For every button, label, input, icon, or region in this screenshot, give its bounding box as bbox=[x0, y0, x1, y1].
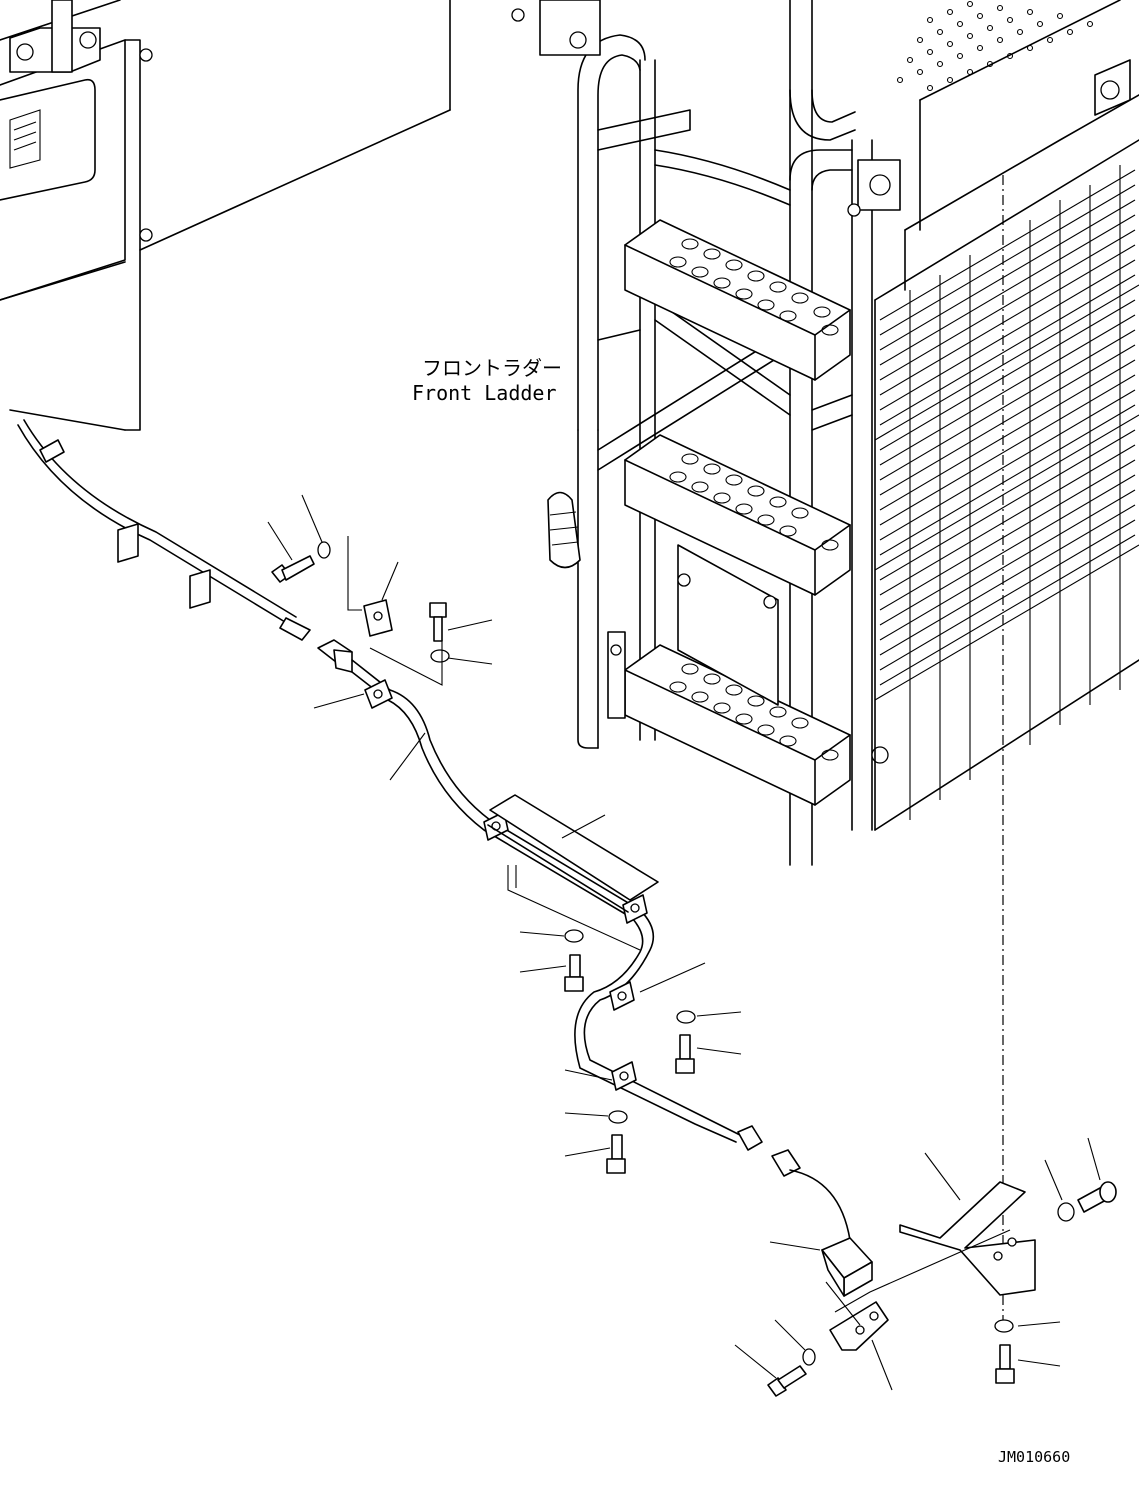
wire-harness-upper bbox=[17, 419, 311, 641]
clamp-icon bbox=[9, 0, 101, 73]
bracket-icon bbox=[899, 1181, 1036, 1296]
washer-icon bbox=[994, 1319, 1014, 1333]
sensor-icon bbox=[821, 1237, 873, 1297]
washer-icon bbox=[564, 929, 584, 943]
bolt-icon bbox=[675, 1034, 695, 1074]
wire-harness-middle bbox=[351, 659, 741, 1143]
connector-icon bbox=[317, 639, 353, 673]
clamp-icon bbox=[363, 599, 393, 637]
bolt-icon bbox=[995, 1344, 1015, 1384]
connector-icon bbox=[737, 1125, 801, 1177]
front-ladder-label-japanese: フロントラダー bbox=[422, 356, 562, 380]
washer-icon bbox=[317, 541, 331, 559]
bolt-icon bbox=[606, 1134, 626, 1174]
front-ladder-label-english: Front Ladder bbox=[412, 381, 557, 405]
bolt-icon bbox=[564, 954, 584, 992]
cab-panel bbox=[0, 0, 525, 431]
protector-cover bbox=[487, 794, 659, 951]
leader-lines bbox=[267, 494, 1101, 1391]
washer-icon bbox=[608, 1110, 628, 1124]
drawing-number: JM010660 bbox=[998, 1448, 1070, 1466]
washer-icon bbox=[430, 649, 450, 663]
radiator-grille bbox=[539, 0, 1139, 831]
washer-icon bbox=[676, 1010, 696, 1024]
washer-icon bbox=[802, 1348, 816, 1366]
bolt-icon bbox=[429, 602, 447, 642]
bracket-icon bbox=[829, 1301, 889, 1351]
bolt-icon bbox=[767, 1365, 807, 1397]
front-ladder bbox=[547, 0, 889, 866]
bolt-icon bbox=[1077, 1181, 1117, 1213]
washer-icon bbox=[1057, 1202, 1075, 1222]
sensor-lead bbox=[789, 1169, 851, 1241]
bolt-icon bbox=[271, 555, 315, 583]
